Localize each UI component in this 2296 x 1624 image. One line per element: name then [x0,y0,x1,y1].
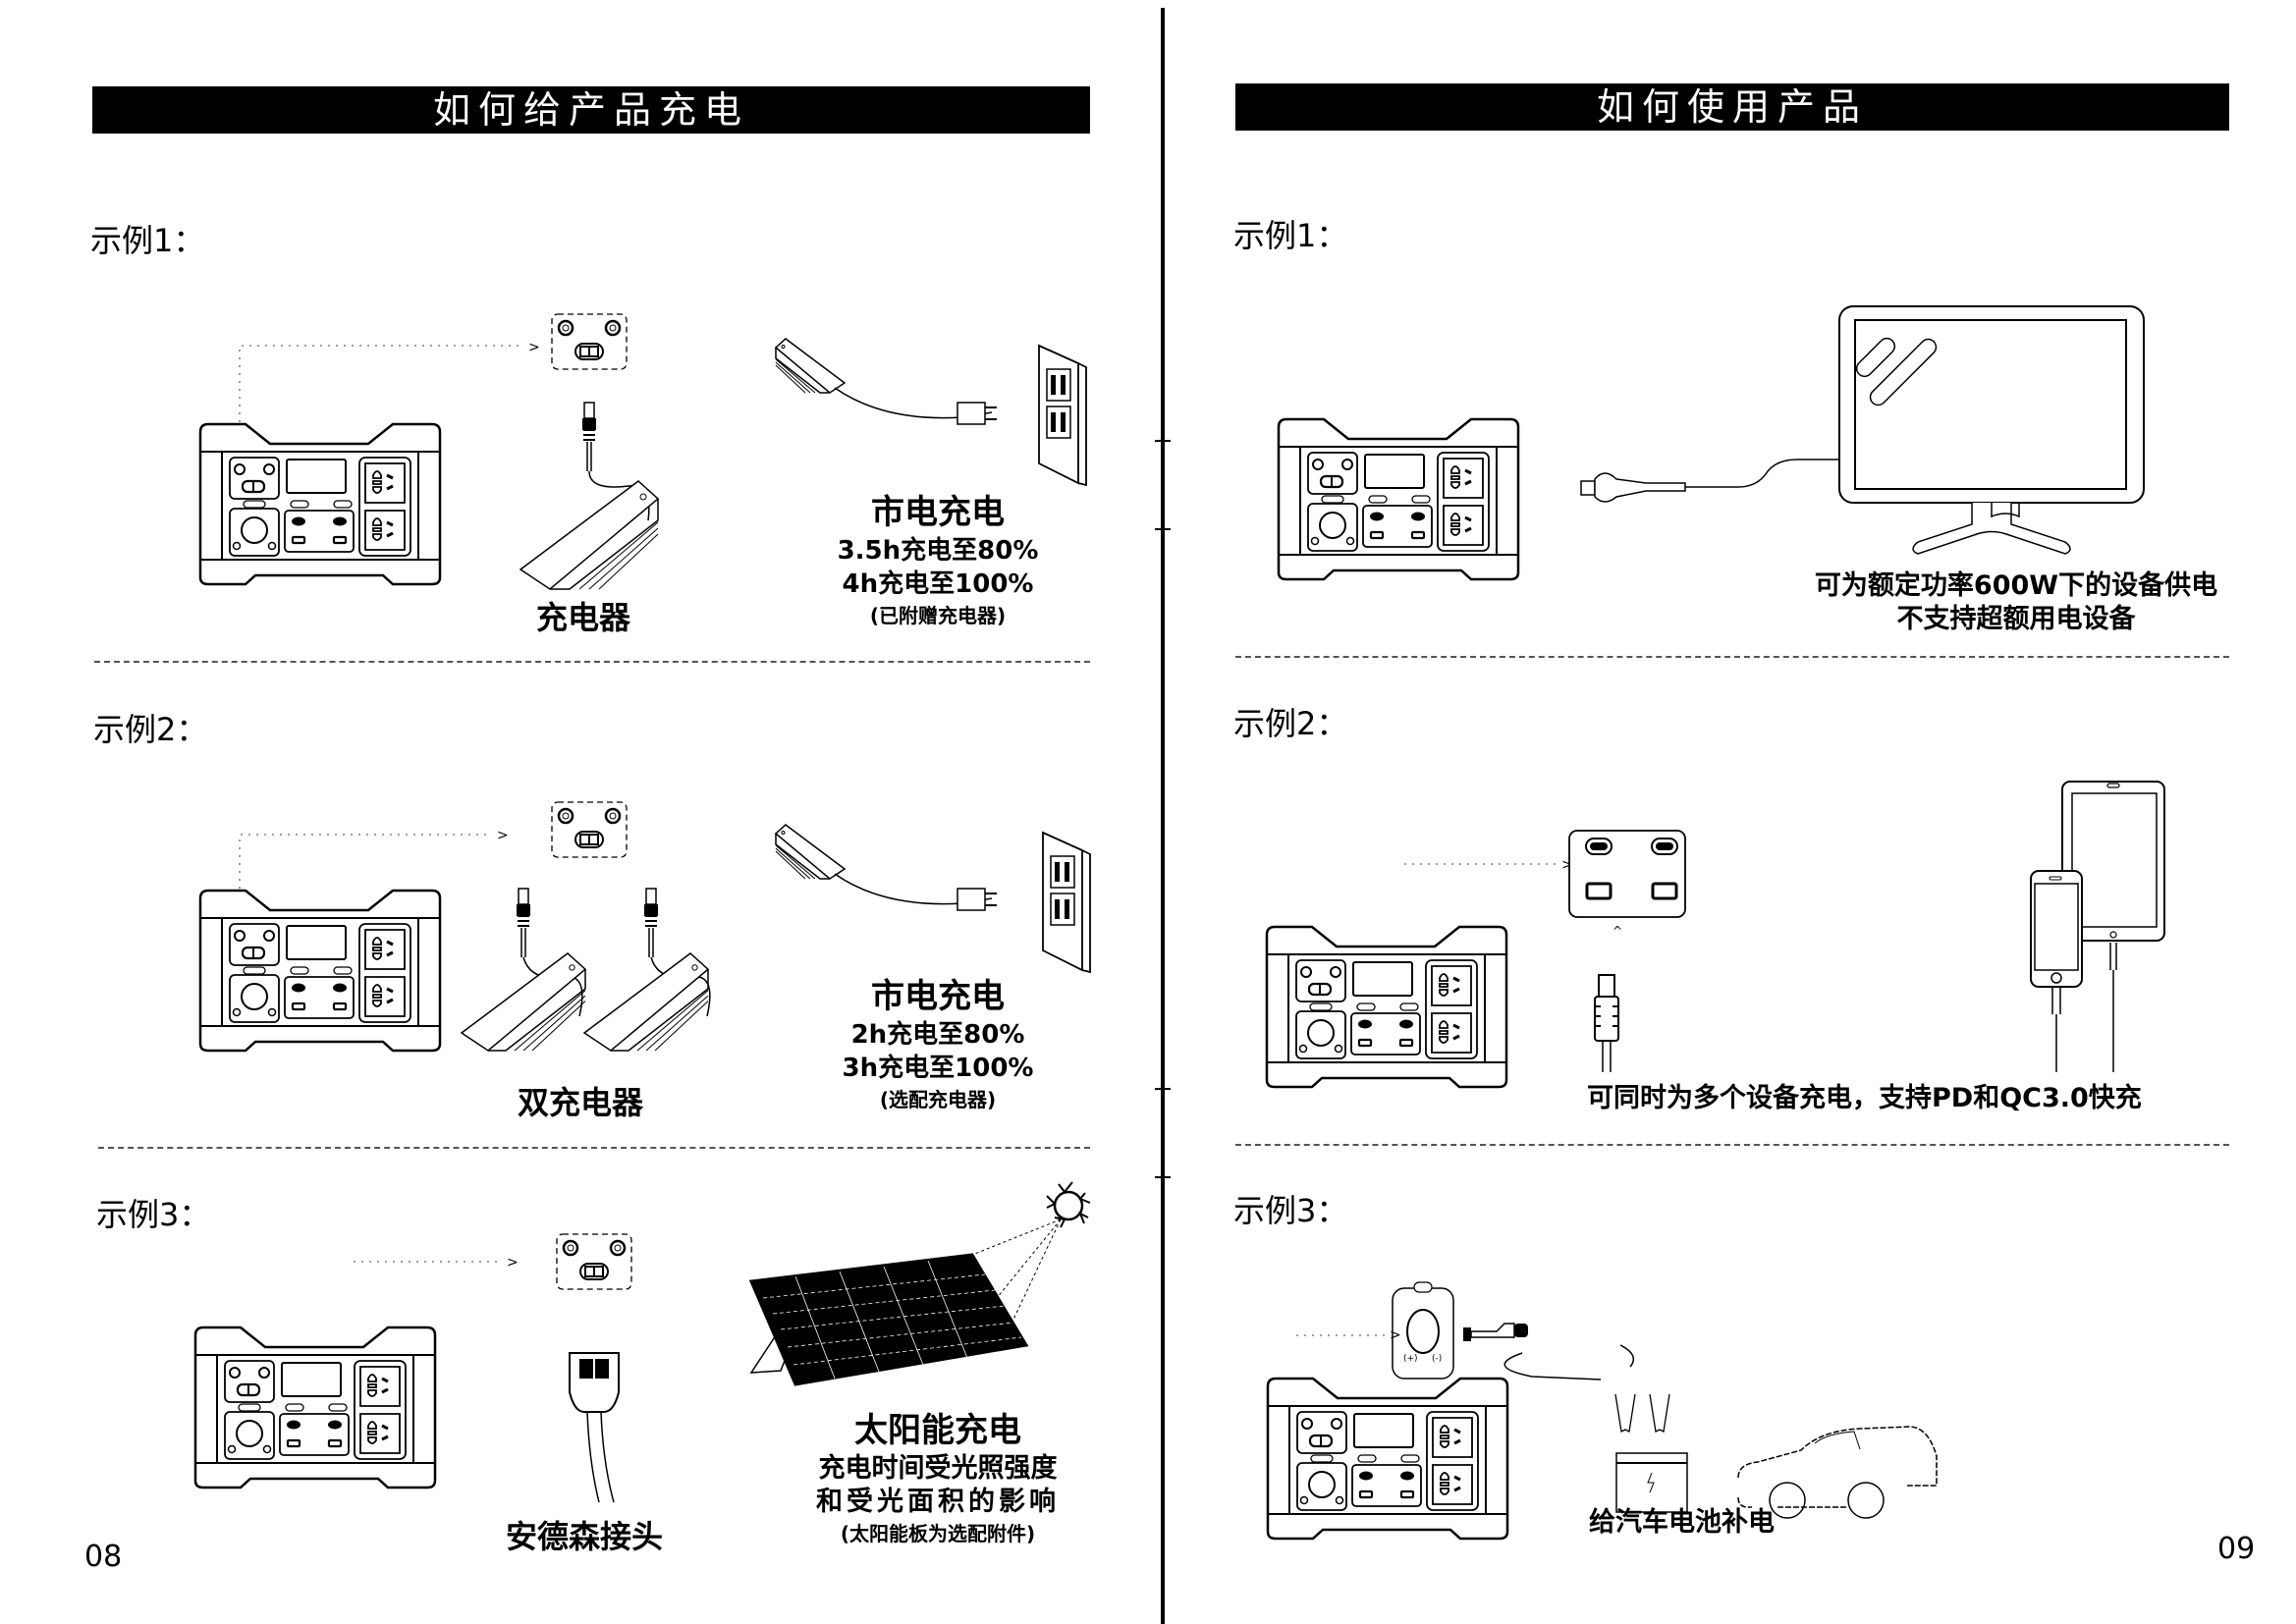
charger-brick-icon [583,952,709,1052]
charger-brick-icon [519,480,659,590]
method-title: 市电充电 [871,977,1005,1016]
method-desc-line: 充电时间受光照强度 [818,1453,1058,1484]
method-note: (太阳能板为选配附件) [840,1522,1036,1545]
wall-outlet-icon [1038,345,1087,486]
charge-time-80: 2h充电至80% [850,1020,1025,1050]
charger-brick-icon [461,952,586,1052]
solar-panel-icon [751,1255,1026,1384]
section-divider [94,661,1090,663]
page-banner-title: 如何使用产品 [1235,83,2229,131]
dc-plug-icon [581,402,597,472]
example-label: 示例1： [1233,217,1348,254]
usage-diagrams: > ^ [1265,0,2296,1541]
book-spine [1155,8,1171,1624]
car-icon [1738,1427,1937,1518]
usage-caption: 可为额定功率600W下的设备供电 不支持超额用电设备 [1785,569,2247,636]
power-station-icon [198,889,442,1053]
charging-method-caption: 市电充电 2h充电至80% 3h充电至100% (选配充电器) [815,975,1061,1114]
car-port-closeup-icon: (+) (-) [1393,1282,1453,1379]
svg-text:(+): (+) [1403,1354,1418,1364]
usage-caption: 可同时为多个设备充电，支持PD和QC3.0快充 [1587,1082,2142,1115]
power-station-icon [193,1326,437,1489]
usb-c-plug-icon [1595,975,1618,1072]
page-number: 08 [84,1540,123,1574]
phone-icon [2031,871,2082,1072]
callout-line [240,346,520,422]
usage-caption: 给汽车电池补电 [1589,1506,1775,1540]
charger-brick-icon [775,338,846,394]
car-socket-plug-icon [1463,1324,1528,1341]
example-label: 示例3： [1233,1192,1348,1229]
dc-plug-icon [643,888,659,958]
power-station-icon [1266,1377,1509,1541]
power-station-icon [1265,925,1508,1089]
sun-icon [1047,1182,1090,1227]
method-desc-line: 和受光面积的影响 [816,1487,1060,1517]
dc-ports-closeup-icon [550,312,629,371]
power-station-icon [198,422,442,586]
power-station-icon [1277,417,1520,581]
tv-monitor-icon [1839,306,2144,554]
svg-text:>: > [507,1255,519,1271]
connector-caption: 充电器 [536,599,631,636]
charge-time-100: 4h充电至100% [842,569,1034,599]
wall-outlet-icon [1042,832,1091,973]
svg-text:^: ^ [1613,924,1622,938]
dc-plug-icon [516,888,531,958]
anderson-connector-icon [570,1353,619,1502]
dc-ports-closeup-icon [550,800,629,859]
svg-text:>: > [1390,1327,1401,1343]
example-label: 示例2： [1233,705,1348,742]
method-note: (选配充电器) [879,1088,997,1111]
section-divider [1235,1144,2229,1146]
usage-caption-line: 可同时为多个设备充电，支持PD和QC3.0快充 [1587,1083,2142,1113]
example-label: 示例1： [90,222,205,259]
method-title: 市电充电 [871,493,1005,532]
section-divider [1235,656,2229,658]
charging-method-caption: 市电充电 3.5h充电至80% 4h充电至100% (已附赠充电器) [815,491,1061,630]
tablet-icon [2062,782,2164,1072]
left-page: 如何给产品充电 示例1： > > [84,86,1091,1624]
svg-text:>: > [497,828,509,843]
charger-brick-icon [775,824,846,880]
method-note: (已附赠充电器) [869,604,1007,627]
usage-caption-line: 不支持超额用电设备 [1896,604,2136,634]
charging-diagrams: > > > [193,312,1091,1624]
section-divider [98,1147,1090,1149]
usage-caption-line: 给汽车电池补电 [1589,1507,1775,1538]
charging-method-caption: 太阳能充电 充电时间受光照强度 和受光面积的影响 (太阳能板为选配附件) [786,1409,1090,1548]
example-label: 示例2： [93,711,208,748]
ac-plug-icon [957,403,985,424]
arrow-glyph: > [528,340,540,355]
charge-time-80: 3.5h充电至80% [837,536,1039,566]
method-title: 太阳能充电 [854,1411,1021,1450]
usage-caption-line: 可为额定功率600W下的设备供电 [1814,570,2218,601]
example-label: 示例3： [96,1196,211,1233]
dc-ports-closeup-icon [555,1232,633,1291]
svg-text:>: > [1561,857,1573,873]
jumper-clamps-icon [1615,1394,1687,1512]
connector-caption: 双充电器 [518,1084,644,1121]
ac-plug-icon [1581,473,1685,502]
page-banner-title: 如何给产品充电 [92,86,1090,134]
usb-ports-closeup-icon [1569,831,1685,917]
svg-text:(-): (-) [1432,1354,1442,1364]
connector-caption: 安德森接头 [506,1518,664,1555]
charge-time-100: 3h充电至100% [842,1054,1034,1083]
right-page: 如何使用产品 示例1： > ^ [1169,0,2296,1624]
page-number: 09 [2217,1532,2256,1566]
